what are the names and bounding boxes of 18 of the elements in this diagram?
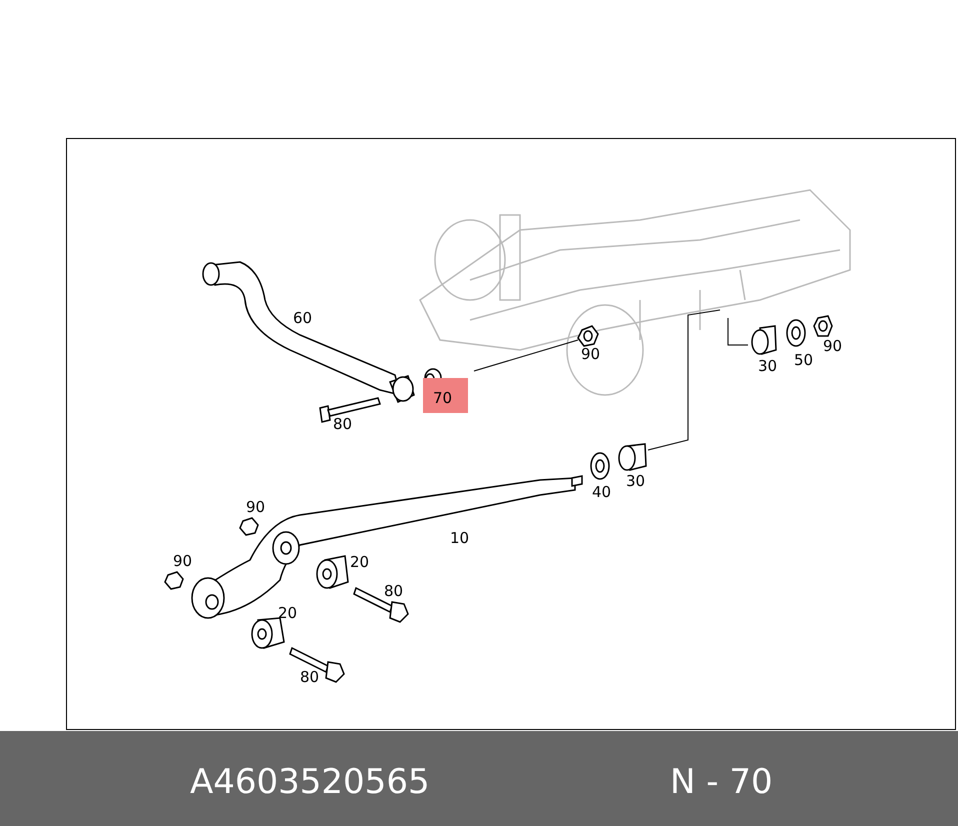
quantity-text: N - 70 [670, 762, 773, 802]
callout-number: 30 [758, 357, 778, 375]
callout-number: 90 [823, 337, 842, 355]
callout-number: 40 [592, 483, 612, 501]
callout-number: 10 [450, 529, 470, 547]
callout-number: 80 [300, 668, 320, 686]
callout-number: 90 [246, 498, 266, 516]
callout-number: 80 [333, 415, 352, 433]
callout-number: 50 [794, 351, 814, 369]
callout-number: 20 [278, 604, 298, 622]
callout-number: 60 [293, 309, 312, 327]
callout-number: 30 [626, 472, 646, 490]
part-number: A4603520565 [190, 762, 430, 802]
callout-number: 90 [581, 345, 600, 363]
callout-number: 70 [433, 389, 452, 407]
callout-number: 90 [173, 552, 192, 570]
callout-number: 20 [350, 553, 370, 571]
callout-number: 80 [384, 582, 404, 600]
